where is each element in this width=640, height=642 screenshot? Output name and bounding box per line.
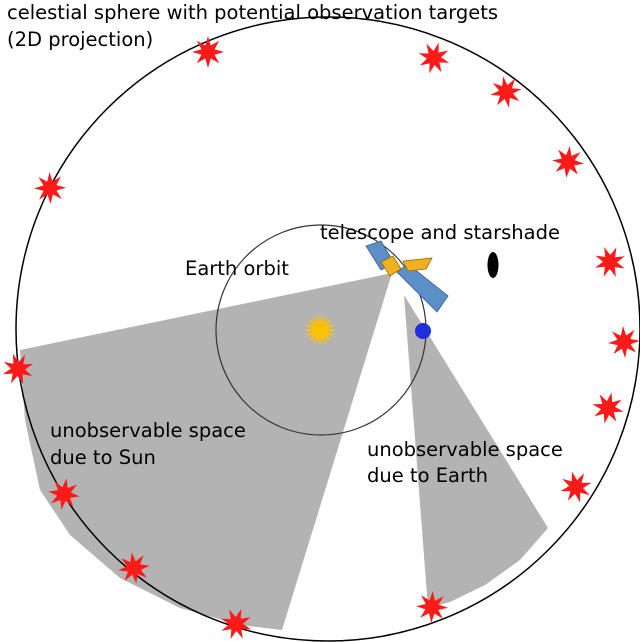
- sun-ray: [313, 337, 318, 344]
- telescope-icon: [365, 240, 449, 313]
- red-star-icon: [608, 326, 640, 358]
- telescope-body-left: [380, 255, 402, 277]
- title-line-2: (2D projection): [7, 28, 153, 51]
- sun-ray: [325, 319, 331, 325]
- earth-exclusion-zone: [404, 295, 548, 608]
- red-star-icon: [595, 247, 625, 277]
- earth-icon: [415, 323, 431, 339]
- sun-ray: [306, 323, 313, 328]
- sun-exclusion-zone: [20, 273, 392, 630]
- sun-ray: [309, 319, 315, 325]
- sun-ray: [327, 323, 334, 328]
- red-star-icon: [2, 353, 34, 385]
- observation-targets: [2, 36, 640, 640]
- earth-zone-label-line-1: unobservable space: [367, 438, 563, 461]
- red-star-icon: [416, 591, 448, 623]
- sun-ray: [313, 316, 318, 323]
- sun-core: [311, 321, 329, 339]
- red-star-icon: [118, 552, 150, 584]
- sun-ray: [325, 335, 331, 341]
- red-star-icon: [220, 608, 252, 640]
- red-star-icon: [418, 42, 450, 74]
- sun-zone-label-line-1: unobservable space: [50, 419, 246, 442]
- telescope-body-right: [402, 257, 433, 272]
- celestial-sphere: [15, 16, 640, 642]
- red-star-icon: [592, 392, 624, 424]
- red-star-icon: [34, 172, 66, 204]
- earth-orbit-label: Earth orbit: [185, 257, 289, 280]
- red-star-icon: [560, 471, 592, 503]
- title-line-1: celestial sphere with potential observat…: [7, 1, 498, 24]
- earth-zone-label-line-2: due to Earth: [367, 464, 488, 487]
- red-star-icon: [192, 36, 224, 68]
- red-star-icon: [552, 146, 584, 178]
- solar-panel-right: [396, 263, 449, 313]
- starshade-icon: [487, 252, 499, 278]
- sun-ray: [327, 332, 334, 337]
- sun-ray: [306, 332, 313, 337]
- sun-ray: [309, 335, 315, 341]
- telescope-label: telescope and starshade: [320, 221, 560, 244]
- sun-zone-label-line-2: due to Sun: [50, 446, 156, 469]
- red-star-icon: [48, 478, 80, 510]
- sun-ray: [322, 337, 327, 344]
- red-star-icon: [490, 76, 522, 108]
- sun-icon: [306, 316, 334, 344]
- sun-ray: [322, 316, 327, 323]
